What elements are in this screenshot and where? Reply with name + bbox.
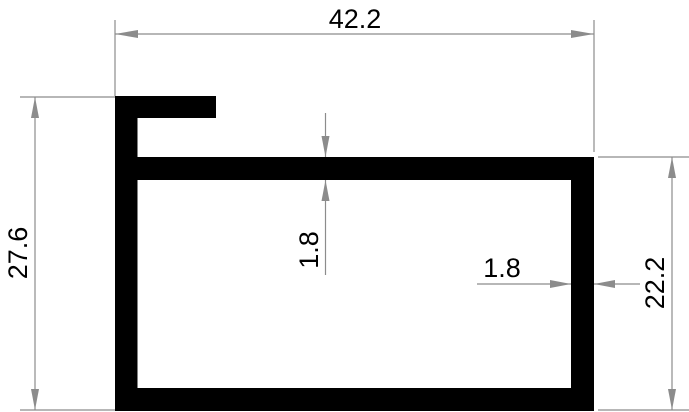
dimension-label-box-height: 22.2 [640, 257, 670, 310]
dimension-top-wall-thickness: 1.8 [294, 113, 330, 275]
dimension-label-width: 42.2 [329, 4, 382, 34]
dimension-overall-width: 42.2 [114, 4, 595, 152]
dimension-label-height: 27.6 [3, 227, 33, 280]
dimension-overall-height: 27.6 [3, 96, 115, 411]
dimension-box-height: 22.2 [598, 156, 689, 411]
dimension-label-side-wall: 1.8 [483, 253, 521, 283]
aluminium-profile-section [115, 96, 594, 411]
dimension-label-top-wall: 1.8 [294, 231, 324, 269]
dimension-side-wall-thickness: 1.8 [477, 253, 640, 288]
